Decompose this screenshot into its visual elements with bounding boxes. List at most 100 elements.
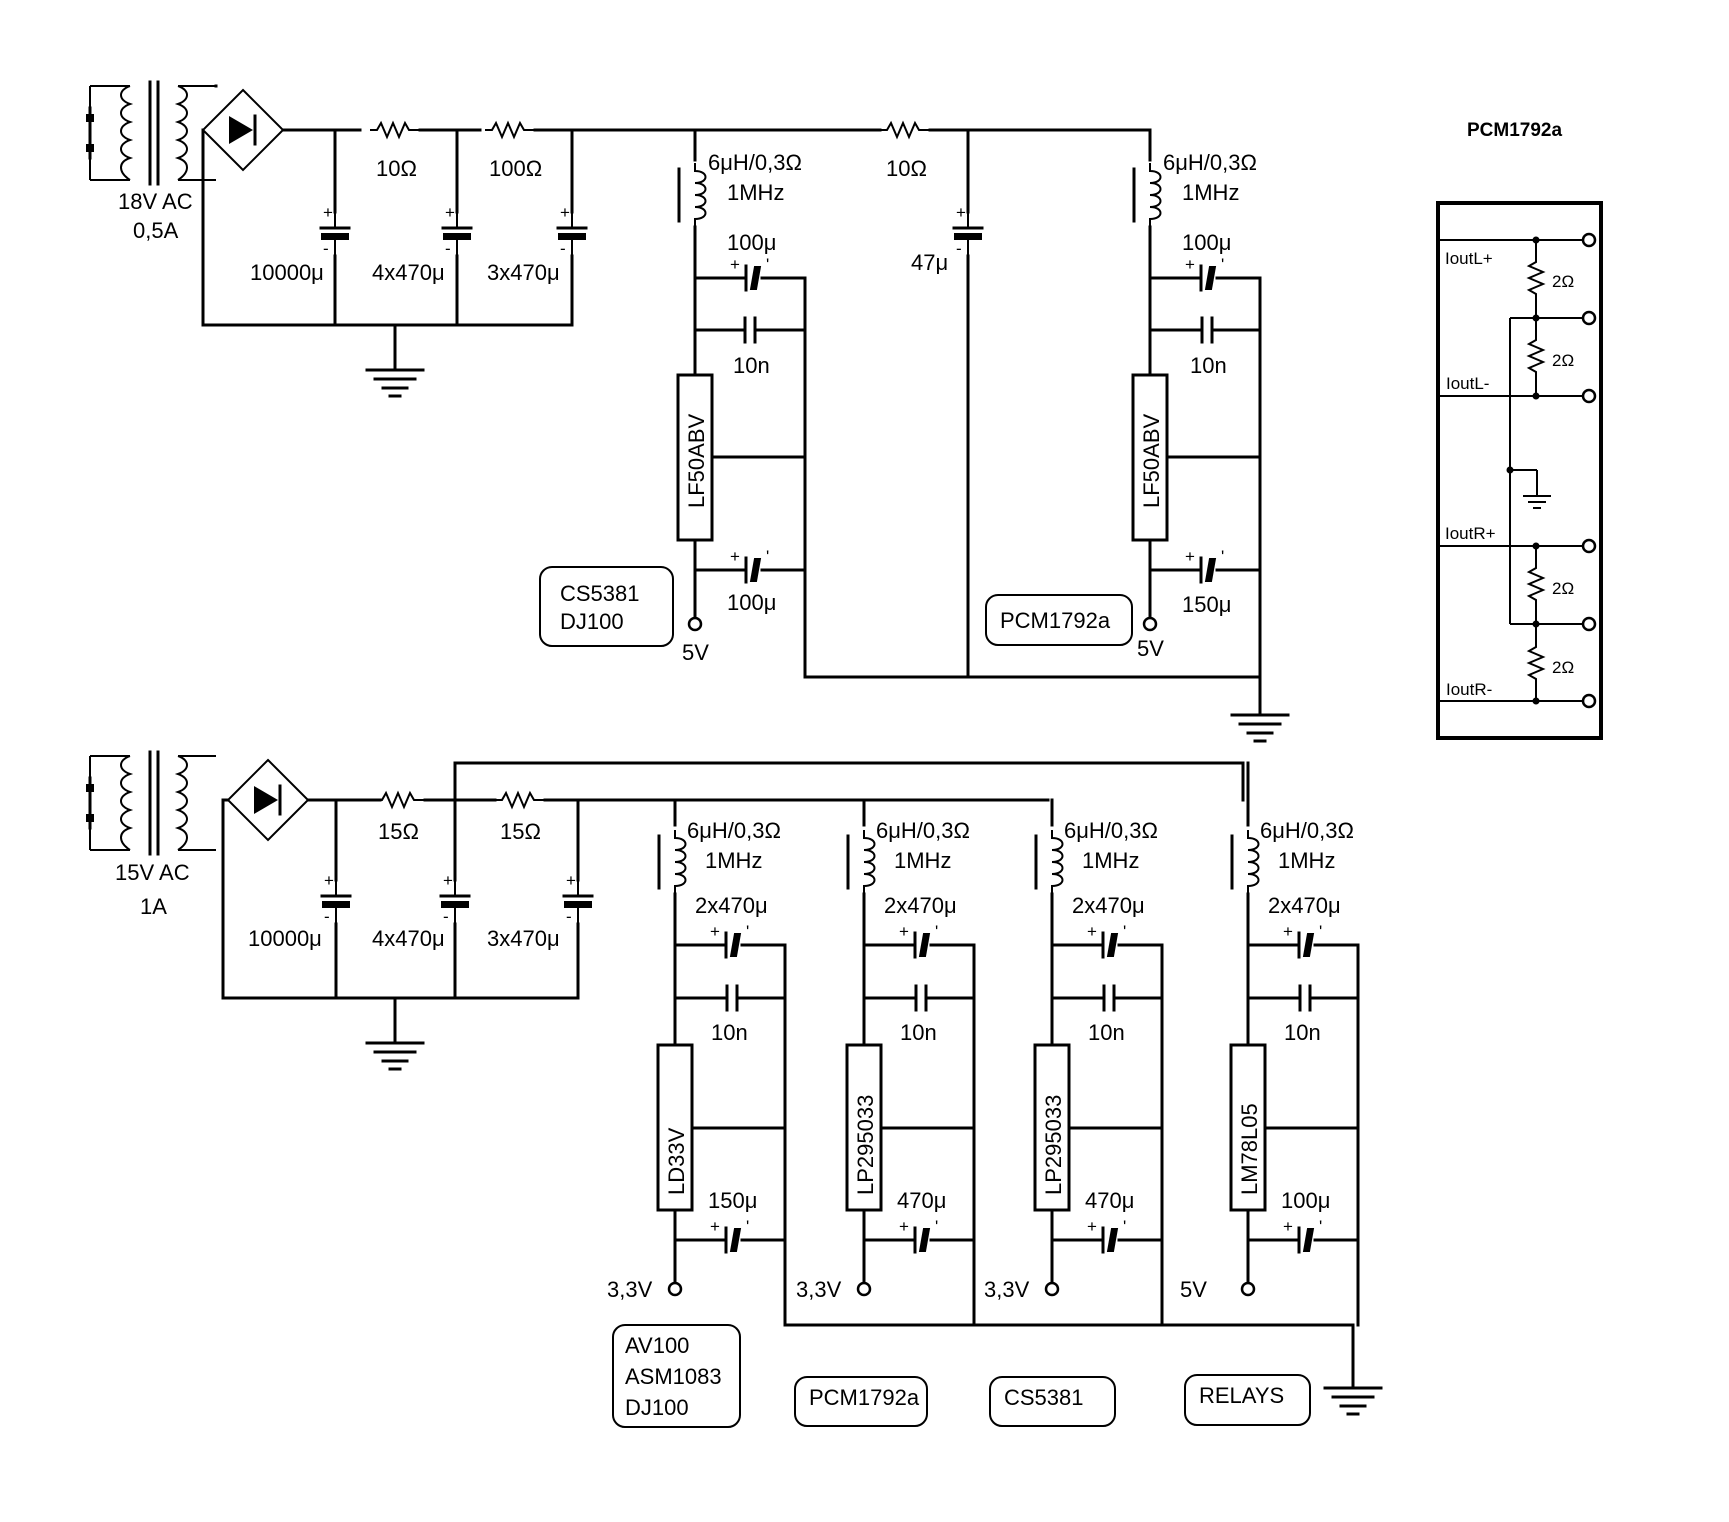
pin-label-4: IoutR- <box>1446 680 1492 699</box>
transformer-2-voltage: 15V AC <box>115 860 190 885</box>
regulator-channel-2: 6μH/0,3Ω1MHz2x470μ10nLP295033470μ3,3VPCM… <box>794 798 976 1427</box>
cap-out-a <box>728 545 771 584</box>
cap-in-b <box>1183 253 1226 292</box>
cap-in-c3 <box>1085 920 1128 959</box>
c-out-c4-label: 100μ <box>1281 1188 1330 1213</box>
load-a-2: DJ100 <box>560 609 624 634</box>
pin-mid-l <box>1581 310 1597 326</box>
load-box-a <box>539 566 674 647</box>
output-terminal-c3 <box>1044 1281 1060 1297</box>
cap-out-c3 <box>1085 1215 1128 1254</box>
transformer-2-current: 1A <box>140 894 167 919</box>
regulator-channel-a: 6μH/0,3Ω 1MHz 100μ 10n LF50ABV 100μ 5V C… <box>539 128 807 679</box>
output-terminal-c1 <box>667 1281 683 1297</box>
c-out-c2-label: 470μ <box>897 1188 946 1213</box>
res-label-4: 2Ω <box>1552 658 1574 677</box>
output-network: PCM1792a Io <box>1436 120 1603 740</box>
pin-label-2: IoutL- <box>1446 374 1489 393</box>
output-network-title: PCM1792a <box>1467 120 1562 141</box>
supply-1: 18V AC 0,5A 10Ω 100Ω 10Ω 10000μ 4x470μ 3… <box>84 80 1290 743</box>
c-in-c4-label: 2x470μ <box>1268 893 1341 918</box>
regulator-c4-label: LM78L05 <box>1237 1103 1262 1195</box>
cap-out-c4 <box>1281 1215 1324 1254</box>
cap-in-a <box>728 253 771 292</box>
c-bulk-label: 10000μ <box>250 260 324 285</box>
transformer-2 <box>84 750 218 856</box>
c-in-a-label: 100μ <box>727 230 776 255</box>
res-label-2: 2Ω <box>1552 351 1574 370</box>
load-c1-1: AV100 <box>625 1333 689 1358</box>
r2-2-label: 15Ω <box>500 819 541 844</box>
transformer-1-current: 0,5A <box>133 218 179 243</box>
regulator-a-label: LF50ABV <box>684 414 709 508</box>
c-out-a-label: 100μ <box>727 590 776 615</box>
cap-out-b <box>1183 545 1226 584</box>
output-terminal-b <box>1142 616 1158 632</box>
regulator-channel-1: 6μH/0,3Ω1MHz2x470μ10nLD33V150μ3,3VAV100A… <box>607 798 787 1428</box>
vout-a-label: 5V <box>682 640 709 665</box>
resistor-100-ohm <box>484 122 536 138</box>
pin-ioutr-plus <box>1581 538 1597 554</box>
load-c3-1: CS5381 <box>1004 1385 1084 1410</box>
vout-c1-label: 3,3V <box>607 1277 653 1302</box>
res-label-3: 2Ω <box>1552 579 1574 598</box>
inductor-c2-freq: 1MHz <box>894 848 951 873</box>
pin-ioutl-plus <box>1581 232 1597 248</box>
pin-label-3: IoutR+ <box>1445 524 1496 543</box>
output-terminal-c2 <box>856 1281 872 1297</box>
load-c1-2: ASM1083 <box>625 1364 722 1389</box>
c-hf-c3-label: 10n <box>1088 1020 1125 1045</box>
c-bulk-2-label: 10000μ <box>248 926 322 951</box>
regulator-c1-label: LD33V <box>664 1127 689 1195</box>
inductor-b <box>1132 161 1162 229</box>
load-c2-1: PCM1792a <box>809 1385 920 1410</box>
c-hf-b-label: 10n <box>1190 353 1227 378</box>
load-box-c3 <box>989 1376 1116 1427</box>
inductor-b-freq: 1MHz <box>1182 180 1239 205</box>
c-hf-c1-label: 10n <box>711 1020 748 1045</box>
cap-in-c1 <box>708 920 751 959</box>
inductor-c4 <box>1230 828 1260 896</box>
output-terminal-a <box>687 616 703 632</box>
r1-2-label: 15Ω <box>378 819 419 844</box>
c-in-c3-label: 2x470μ <box>1072 893 1145 918</box>
transformer-1 <box>84 80 218 186</box>
c-out-c3-label: 470μ <box>1085 1188 1134 1213</box>
cap-out-c2 <box>897 1215 940 1254</box>
supply-2: 15V AC 1A 15Ω 15Ω 10000μ 4x470μ 3x470μ 6… <box>84 750 1383 1428</box>
c3-label: 3x470μ <box>487 260 560 285</box>
inductor-c2 <box>846 828 876 896</box>
inductor-b-label: 6μH/0,3Ω <box>1163 150 1257 175</box>
vout-c4-label: 5V <box>1180 1277 1207 1302</box>
inductor-c3-label: 6μH/0,3Ω <box>1064 818 1158 843</box>
inductor-c3 <box>1034 828 1064 896</box>
vout-c2-label: 3,3V <box>796 1277 842 1302</box>
load-a-1: CS5381 <box>560 581 640 606</box>
inductor-c4-label: 6μH/0,3Ω <box>1260 818 1354 843</box>
regulator-c3-label: LP295033 <box>1041 1095 1066 1195</box>
resistor-15-ohm-1 <box>374 792 426 808</box>
cap-out-c1 <box>708 1215 751 1254</box>
pin-ioutl-minus <box>1581 388 1597 404</box>
load-b-1: PCM1792a <box>1000 608 1111 633</box>
load-box-c2 <box>794 1376 928 1427</box>
pin-mid-r <box>1581 616 1597 632</box>
r2-label: 100Ω <box>489 156 542 181</box>
c-in-c2-label: 2x470μ <box>884 893 957 918</box>
c-mid-label: 47μ <box>911 250 948 275</box>
resistor-15-ohm-2 <box>494 792 546 808</box>
resistor-10-ohm <box>369 122 421 138</box>
ground-1 <box>365 368 425 398</box>
load-box-b <box>985 594 1133 646</box>
inductor-c1-label: 6μH/0,3Ω <box>687 818 781 843</box>
c2-label: 4x470μ <box>372 260 445 285</box>
c-out-c1-label: 150μ <box>708 1188 757 1213</box>
ground-4 <box>1323 1386 1383 1416</box>
vout-c3-label: 3,3V <box>984 1277 1030 1302</box>
ground-3 <box>365 1041 425 1071</box>
c-hf-c2-label: 10n <box>900 1020 937 1045</box>
bridge-rectifier-1 <box>201 88 285 172</box>
inductor-c3-freq: 1MHz <box>1082 848 1139 873</box>
